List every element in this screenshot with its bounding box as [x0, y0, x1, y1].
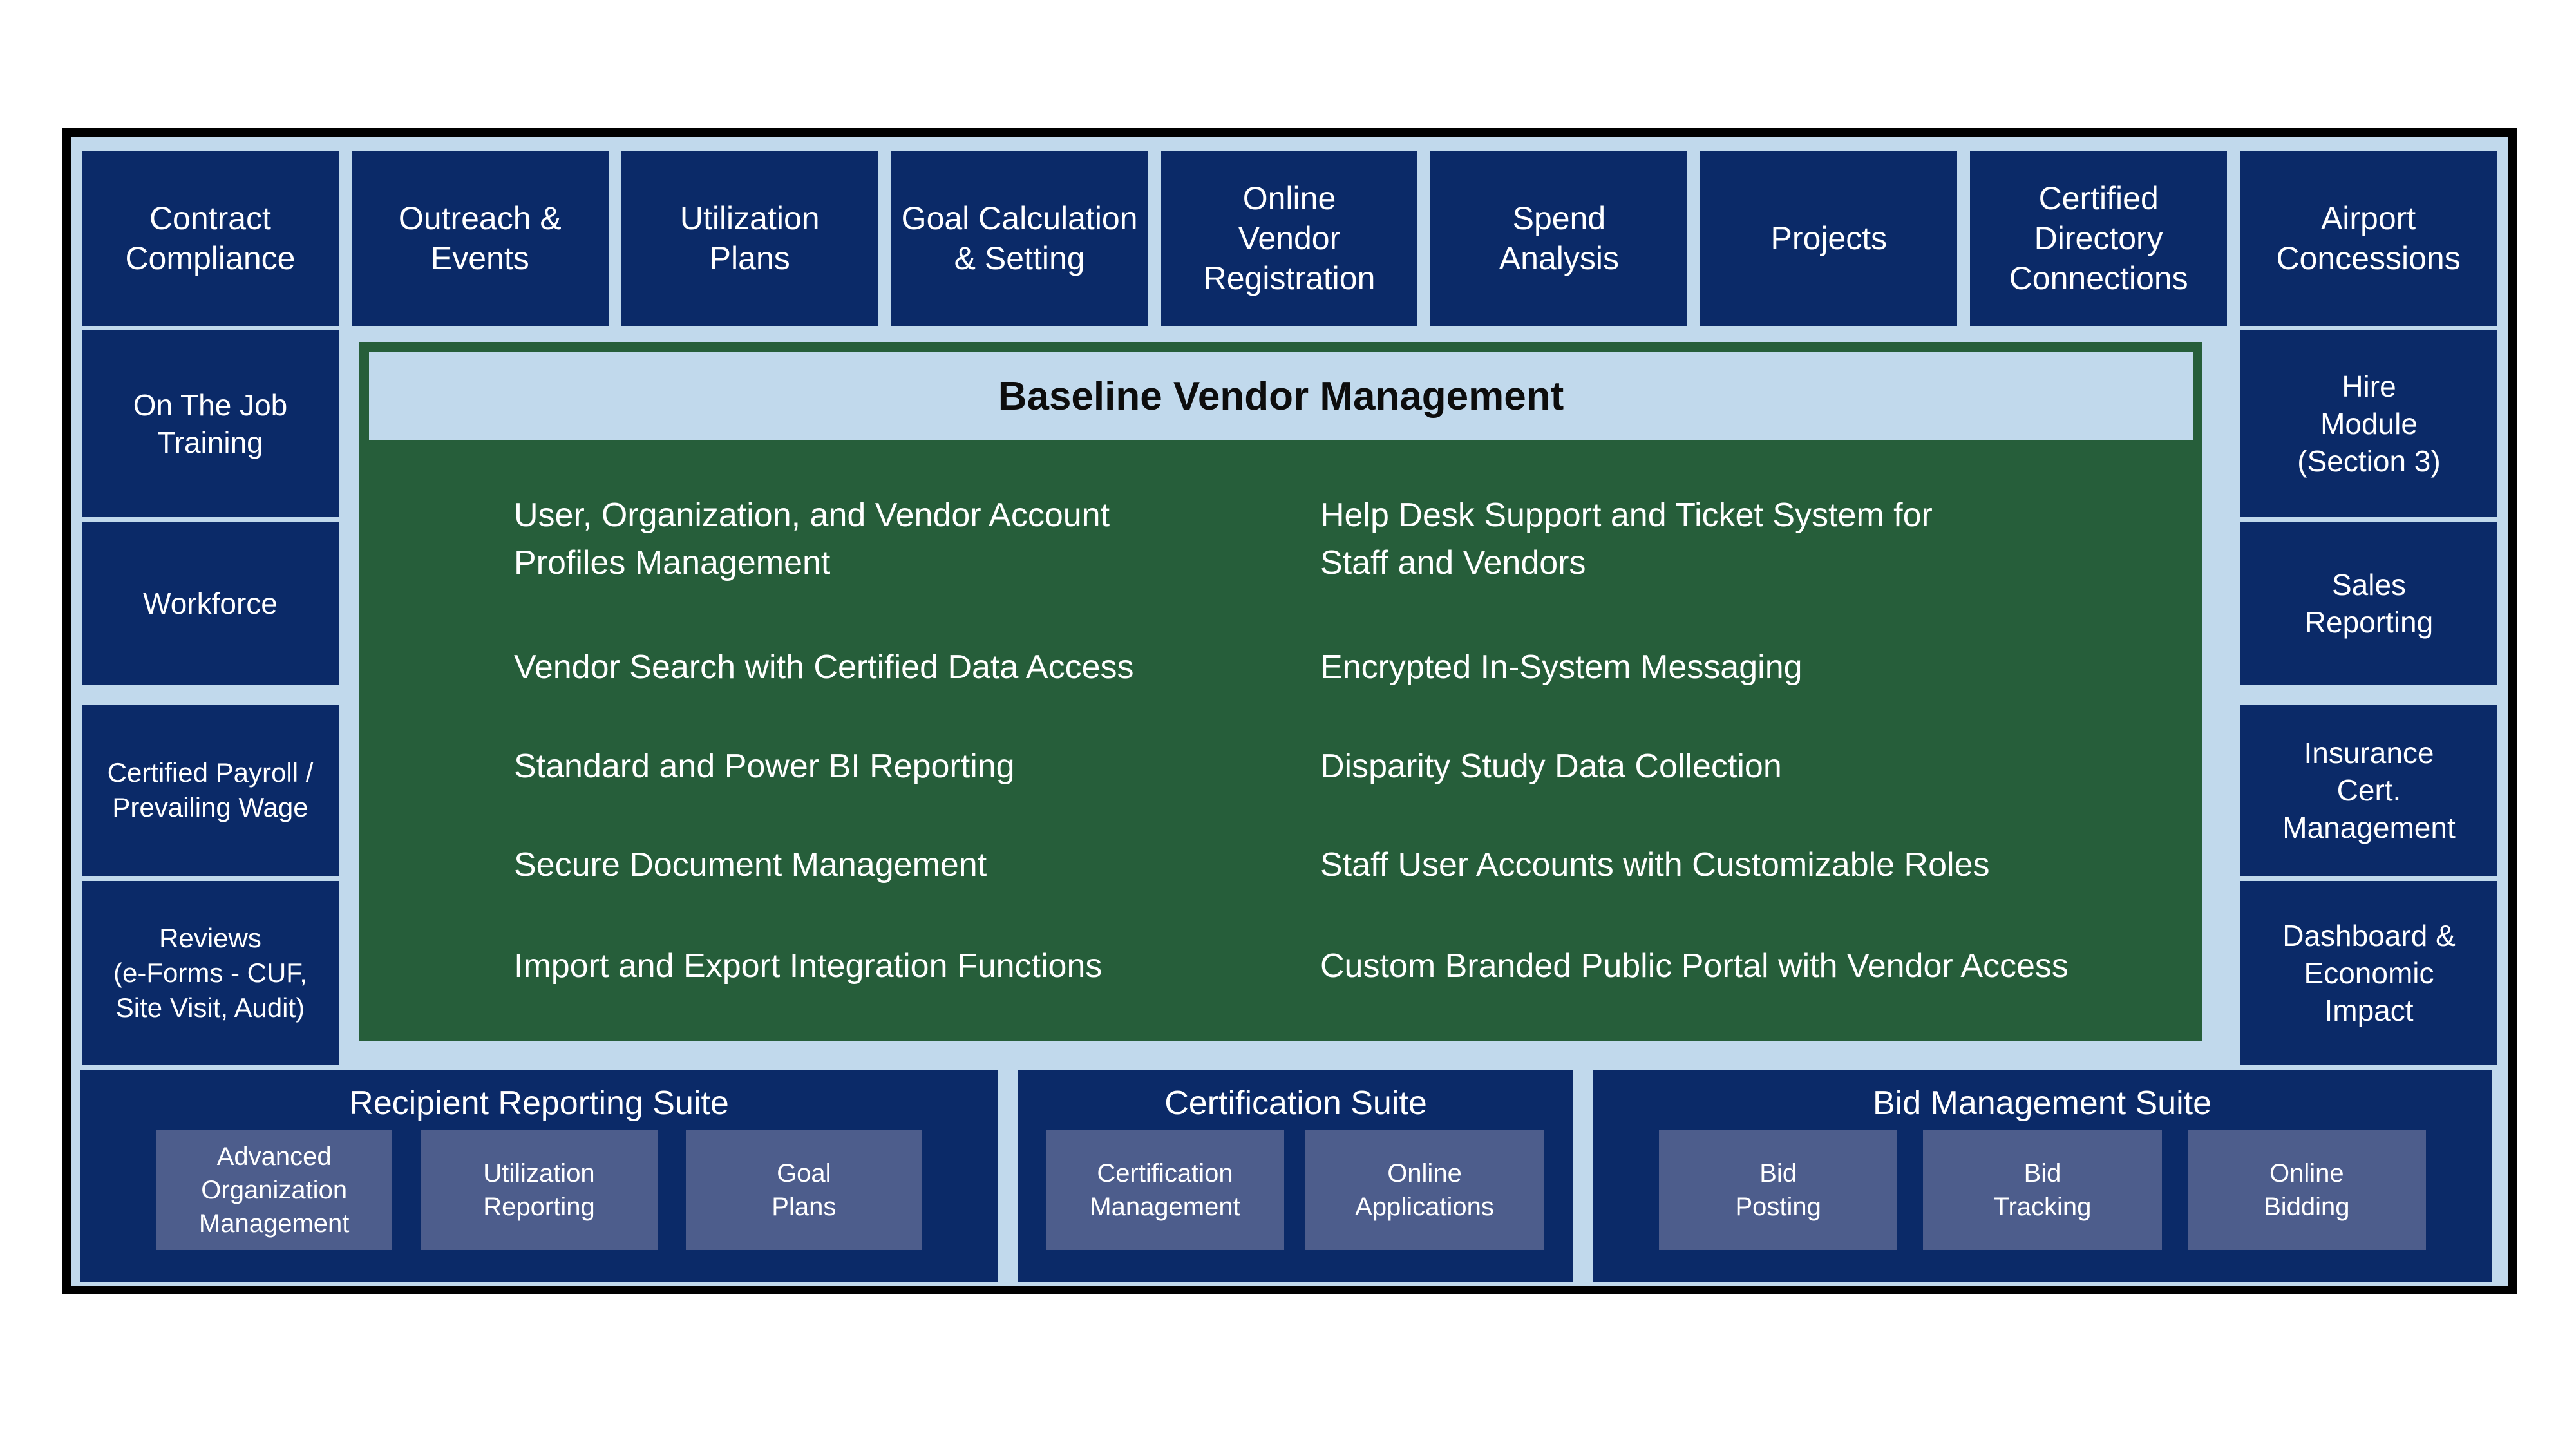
top-module-row: Contract Compliance Outreach & Events Ut…	[82, 151, 2497, 326]
module-box-sales-reporting: Sales Reporting	[2240, 522, 2497, 685]
module-box-spend-analysis: Spend Analysis	[1430, 151, 1688, 326]
module-box-goal-calculation-setting: Goal Calculation & Setting	[891, 151, 1148, 326]
feature-help-desk-ticket-system: Help Desk Support and Ticket System for …	[1320, 497, 1933, 582]
suite-module-online-bidding: Online Bidding	[2187, 1130, 2426, 1250]
suite-title: Certification Suite	[1164, 1084, 1427, 1122]
module-box-certified-payroll-prevailing-wage: Certified Payroll / Prevailing Wage	[82, 705, 339, 876]
suite-module-advanced-organization-management: Advanced Organization Management	[156, 1130, 393, 1250]
module-box-contract-compliance: Contract Compliance	[82, 151, 339, 326]
baseline-vendor-management-panel: Baseline Vendor Management User, Organiz…	[359, 342, 2202, 1041]
module-box-on-the-job-training: On The Job Training	[82, 330, 339, 517]
suite-module-online-applications: Online Applications	[1305, 1130, 1544, 1250]
module-box-projects: Projects	[1700, 151, 1958, 326]
recipient-reporting-suite: Recipient Reporting Suite Advanced Organ…	[80, 1070, 998, 1282]
feature-secure-document-management: Secure Document Management	[514, 846, 987, 884]
feature-staff-user-accounts: Staff User Accounts with Customizable Ro…	[1320, 846, 1990, 884]
module-box-hire-module-section-3: Hire Module (Section 3)	[2240, 330, 2497, 517]
suite-title: Recipient Reporting Suite	[349, 1084, 729, 1122]
suite-module-row: Certification Management Online Applicat…	[1046, 1130, 1544, 1250]
suite-module-row: Advanced Organization Management Utiliza…	[156, 1130, 922, 1250]
module-box-workforce: Workforce	[82, 522, 339, 685]
module-box-reviews-eforms: Reviews (e-Forms - CUF, Site Visit, Audi…	[82, 881, 339, 1065]
feature-user-org-vendor-profiles: User, Organization, and Vendor Account P…	[514, 497, 1110, 582]
module-box-insurance-cert-management: Insurance Cert. Management	[2240, 705, 2497, 876]
suite-module-certification-management: Certification Management	[1046, 1130, 1284, 1250]
feature-encrypted-messaging: Encrypted In-System Messaging	[1320, 649, 1803, 686]
feature-custom-branded-portal: Custom Branded Public Portal with Vendor…	[1320, 947, 2069, 985]
feature-import-export-integration: Import and Export Integration Functions	[514, 947, 1103, 985]
suite-module-bid-tracking: Bid Tracking	[1923, 1130, 2162, 1250]
module-box-airport-concessions: Airport Concessions	[2240, 151, 2497, 326]
suite-title: Bid Management Suite	[1872, 1084, 2212, 1122]
feature-vendor-search: Vendor Search with Certified Data Access	[514, 649, 1134, 686]
module-box-certified-directory-connections: Certified Directory Connections	[1970, 151, 2228, 326]
certification-suite: Certification Suite Certification Manage…	[1018, 1070, 1573, 1282]
feature-standard-power-bi-reporting: Standard and Power BI Reporting	[514, 748, 1015, 785]
bid-management-suite: Bid Management Suite Bid Posting Bid Tra…	[1593, 1070, 2492, 1282]
suite-module-utilization-reporting: Utilization Reporting	[421, 1130, 658, 1250]
suite-module-bid-posting: Bid Posting	[1659, 1130, 1898, 1250]
module-box-utilization-plans: Utilization Plans	[621, 151, 878, 326]
suite-module-row: Bid Posting Bid Tracking Online Bidding	[1659, 1130, 2426, 1250]
diagram-frame: Contract Compliance Outreach & Events Ut…	[62, 128, 2517, 1294]
module-box-online-vendor-registration: Online Vendor Registration	[1160, 151, 1418, 326]
module-box-outreach-events: Outreach & Events	[351, 151, 609, 326]
module-box-dashboard-economic-impact: Dashboard & Economic Impact	[2240, 881, 2497, 1065]
suite-module-goal-plans: Goal Plans	[685, 1130, 922, 1250]
panel-title: Baseline Vendor Management	[369, 352, 2193, 440]
feature-disparity-study-data: Disparity Study Data Collection	[1320, 748, 1782, 785]
